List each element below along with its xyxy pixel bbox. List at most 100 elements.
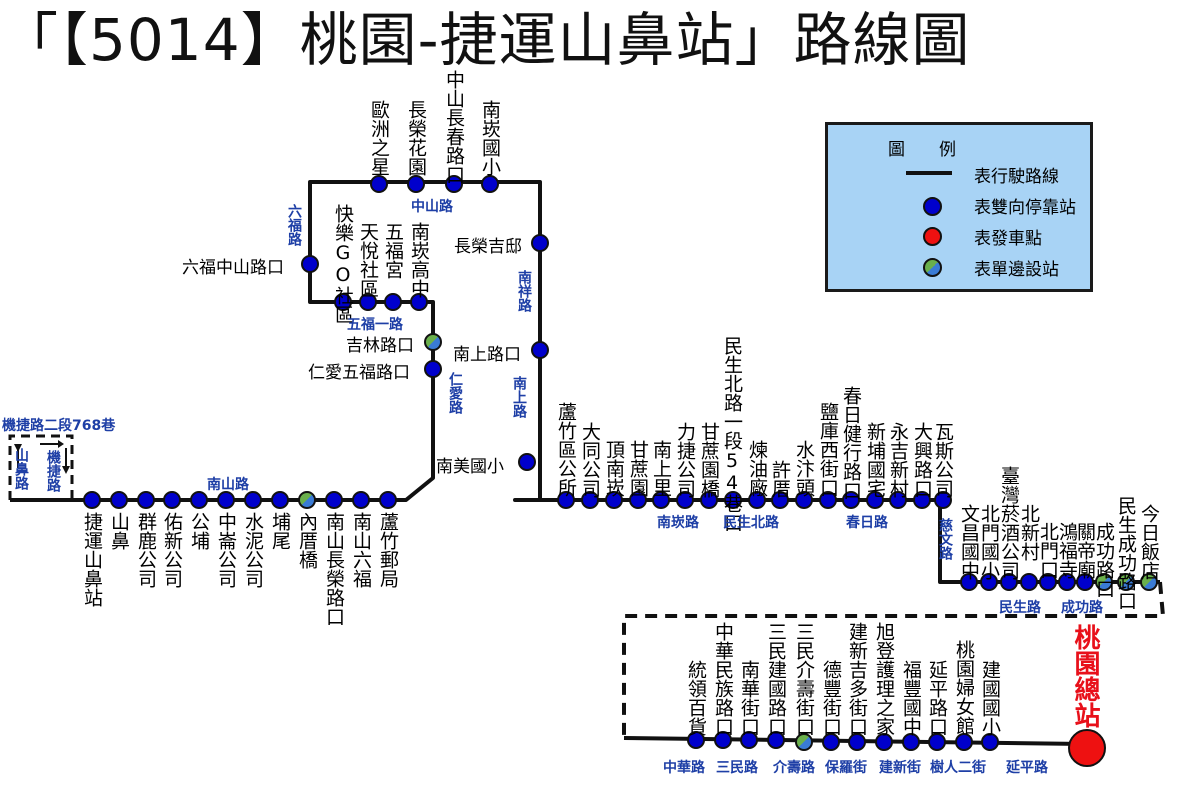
road-label: 慈文路: [937, 518, 953, 560]
stop-label: 永吉新村: [887, 422, 909, 498]
stop-marker: [889, 491, 907, 509]
stop-label: 北門國小: [978, 504, 1000, 580]
terminal-marker: [1068, 729, 1106, 767]
stop-label: 群鹿公司: [135, 512, 157, 588]
stop-marker: [724, 491, 742, 509]
stop-marker: [1000, 573, 1018, 591]
legend: 圖 例 表行駛路線 表雙向停靠站 表發車點 表單邊設站: [825, 122, 1093, 292]
stop-label: 煉油廠: [746, 440, 768, 497]
stop-label: 中華民族路口: [712, 622, 734, 736]
stop-marker: [866, 491, 884, 509]
stop-label: 仁愛五福路口: [308, 363, 410, 383]
road-label: 民生路: [999, 600, 1041, 616]
stop-marker: [687, 731, 705, 749]
stop-label: 旭登護理之家: [873, 622, 895, 736]
road-label: 南崁路: [657, 515, 699, 531]
terminal-icon: [923, 227, 942, 246]
stop-label: 吉林路口: [346, 336, 414, 356]
road-label: 三民路: [716, 760, 758, 776]
stop-label: 瓦斯公司: [932, 422, 954, 498]
road-label: 南祥路: [516, 270, 532, 312]
stop-label: 民生北路一段54巷口: [721, 336, 743, 532]
stop-label: 佑新公司: [161, 512, 183, 588]
stop-marker: [410, 293, 428, 311]
stop-label: 南美國小: [436, 457, 504, 477]
stop-marker: [652, 491, 670, 509]
stop-marker: [842, 491, 860, 509]
stop-label: 水泥公司: [242, 512, 264, 588]
stop-marker: [531, 341, 549, 359]
single-side-stop-marker: [424, 333, 442, 351]
stop-label: 甘蔗園: [627, 440, 649, 497]
stop-marker: [83, 491, 101, 509]
stop-marker: [795, 491, 813, 509]
road-label: 山鼻路: [13, 448, 29, 490]
route-line-dashed-lower: [622, 581, 1166, 737]
single-side-stop-marker: [298, 491, 316, 509]
stop-label: 福豐國中: [900, 660, 922, 736]
stop-label: 天悅社區: [357, 222, 379, 298]
stop-label: 臺灣菸酒公司: [998, 466, 1020, 580]
stop-marker: [748, 491, 766, 509]
legend-terminal: 表發車點: [974, 229, 1042, 249]
stop-label: 蘆竹郵局: [377, 512, 399, 588]
stop-label: 快樂GO社區: [332, 204, 354, 324]
road-label: 六福路: [286, 204, 302, 246]
stop-marker: [581, 491, 599, 509]
stop-marker: [217, 491, 235, 509]
road-label: 中華路: [663, 760, 705, 776]
road-label: 延平路: [1006, 760, 1048, 776]
stop-label: 甘蔗園橋: [698, 422, 720, 498]
stop-marker: [848, 733, 866, 751]
stop-marker: [244, 491, 262, 509]
stop-label: 水汴頭: [793, 440, 815, 497]
stop-marker: [424, 360, 442, 378]
stop-label: 山鼻: [108, 512, 130, 550]
stop-label: 中山長春路口: [443, 70, 465, 184]
stop-marker: [518, 453, 536, 471]
stop-label: 內厝橋: [296, 512, 318, 569]
stop-marker: [875, 733, 893, 751]
stop-label: 南華街口: [738, 660, 760, 736]
stop-label: 今日飯店: [1138, 504, 1160, 580]
legend-line-icon: [906, 171, 952, 175]
single-side-stop-icon: [923, 258, 942, 277]
stop-label: 公埔: [188, 512, 210, 550]
stop-label: 北新村: [1018, 504, 1040, 561]
stop-label: 鹽庫西街口: [817, 402, 839, 497]
stop-label: 南山六福: [350, 512, 372, 588]
road-label: 機捷路: [45, 450, 61, 492]
stop-label: 北門口: [1037, 522, 1059, 579]
stop-marker: [137, 491, 155, 509]
stop-marker: [359, 293, 377, 311]
stop-marker: [714, 731, 732, 749]
bidirectional-stop-icon: [923, 197, 942, 216]
stop-marker: [767, 731, 785, 749]
stop-label: 延平路口: [926, 660, 948, 736]
stop-marker: [981, 733, 999, 751]
stop-label: 中崙公司: [215, 512, 237, 588]
road-label: 中山路: [411, 199, 453, 215]
road-label: 成功路: [1061, 600, 1103, 616]
stop-marker: [384, 293, 402, 311]
road-label: 介壽路: [773, 760, 815, 776]
stop-marker: [370, 175, 388, 193]
single-side-stop-marker: [1117, 573, 1135, 591]
road-label: 保羅街: [825, 760, 867, 776]
stop-marker: [445, 175, 463, 193]
stop-marker: [740, 731, 758, 749]
stop-label: 文昌國中: [958, 504, 980, 580]
stop-marker: [163, 491, 181, 509]
stop-marker: [676, 491, 694, 509]
stop-marker: [334, 293, 352, 311]
page-title: 「【5014】桃園-捷運山鼻站」路線圖: [0, 6, 971, 74]
stop-marker: [531, 234, 549, 252]
stop-label: 鴻福寺: [1056, 522, 1078, 579]
stop-label: 三民建國路口: [765, 622, 787, 736]
stop-label: 關帝廟: [1074, 522, 1096, 579]
stop-marker: [980, 573, 998, 591]
stop-marker: [481, 175, 499, 193]
stop-label: 南上里: [650, 440, 672, 497]
single-side-stop-marker: [795, 733, 813, 751]
